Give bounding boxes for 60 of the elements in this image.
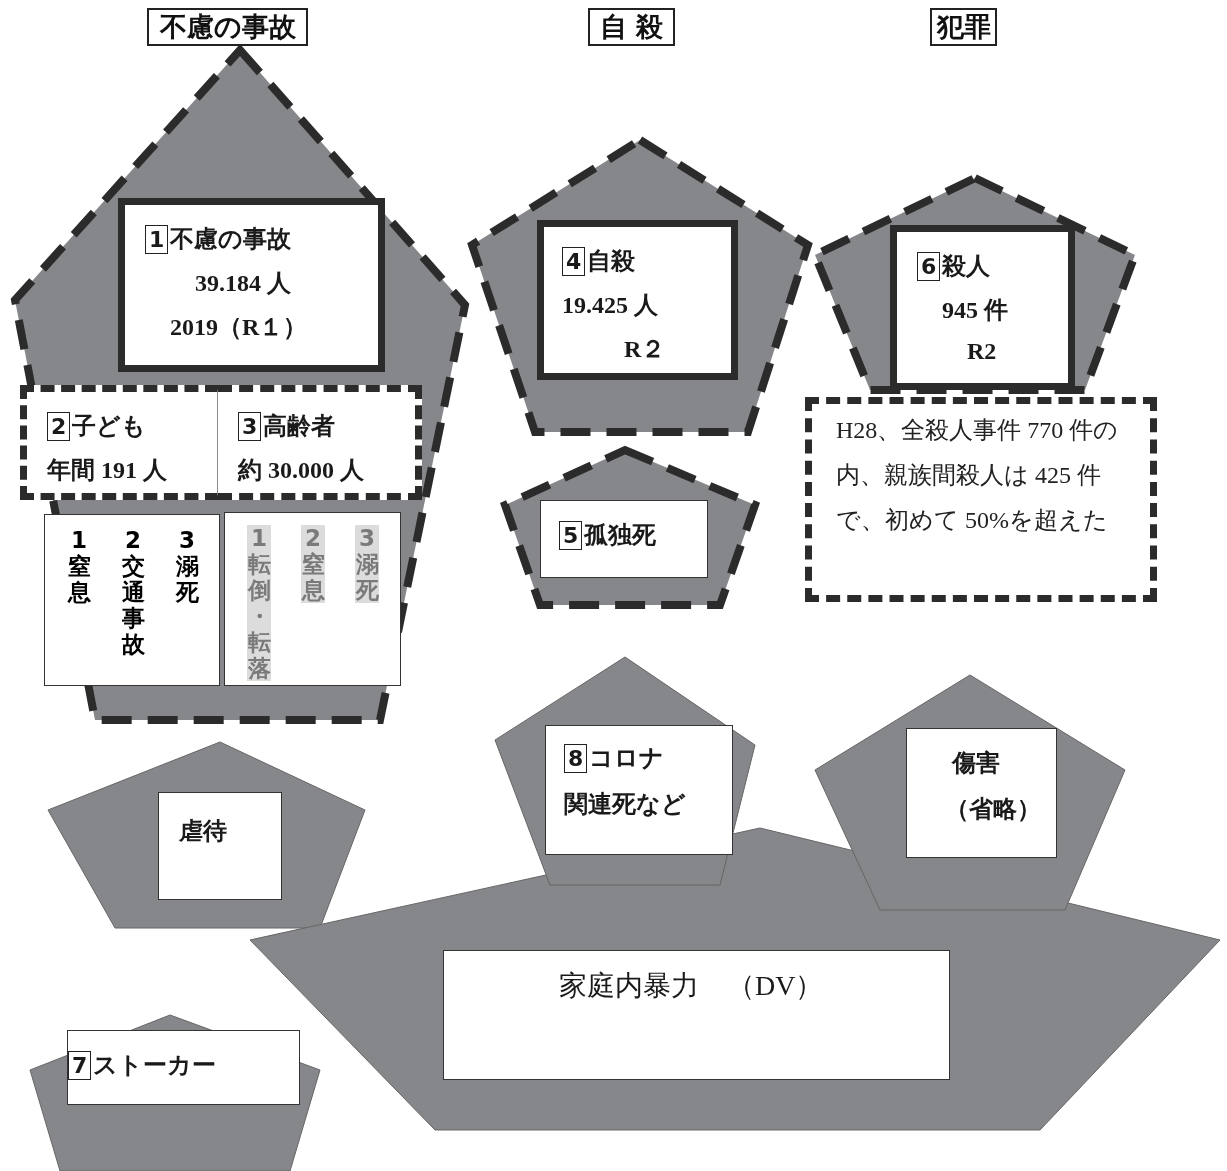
box-title: ストーカー: [93, 1050, 217, 1081]
number-badge: 8: [564, 743, 588, 773]
pentagon-shape: [503, 448, 757, 608]
number-badge: 3: [238, 411, 262, 441]
pentagon-shape: [46, 740, 367, 930]
pentagon-shape: [813, 176, 1137, 392]
number-badge: 7: [68, 1050, 92, 1080]
info-box: [906, 728, 1057, 858]
ranking-item: 2 窒息: [301, 525, 325, 603]
info-box: [158, 792, 282, 900]
value-text: 約 30.000 人: [238, 456, 365, 485]
box-title: 殺人: [942, 251, 991, 282]
note-text: H28、全殺人事件 770 件の内、親族間殺人は 425 件で、初めて 50%を超えた: [836, 416, 1120, 535]
value-text: 19.425 人: [562, 291, 659, 320]
ranking-item: 1 転倒・転落: [247, 525, 271, 681]
info-box: [218, 385, 422, 500]
note-box: [805, 397, 1157, 602]
info-box: [890, 225, 1075, 390]
pentagon-shape: [470, 138, 810, 435]
number-badge: 4: [562, 246, 586, 276]
value-text: 39.184 人: [195, 269, 292, 298]
ranking-item: 1 窒息: [67, 527, 91, 605]
box-title: 傷害: [952, 748, 1001, 779]
category-heading: 自 殺: [588, 8, 675, 46]
value-text: 年間 191 人: [47, 456, 168, 485]
number-badge: 5: [559, 520, 583, 550]
pentagon-shape: [28, 1013, 322, 1171]
ranking-box: [224, 512, 401, 686]
box-title: 不慮の事故: [170, 224, 292, 255]
pentagon-shape: [493, 655, 757, 887]
info-box: [537, 220, 738, 380]
ranking-item: 3 溺死: [355, 525, 379, 603]
box-title: 子ども: [72, 411, 147, 442]
ranking-item: 2 交通事故: [121, 527, 145, 657]
box-title: コロナ: [589, 743, 665, 774]
number-badge: 1: [145, 224, 169, 254]
value-text: （省略）: [945, 795, 1042, 824]
info-box: [20, 385, 219, 500]
value-text: 945 件: [942, 296, 1009, 325]
value-text: R２: [624, 335, 667, 364]
info-box: [443, 950, 950, 1080]
ranking-item: 3 溺死: [175, 527, 199, 605]
box-title: 自殺: [587, 246, 636, 277]
box-title: 高齢者: [263, 411, 336, 442]
number-badge: 6: [917, 251, 941, 281]
category-heading: 不慮の事故: [147, 8, 308, 46]
ranking-box: [44, 514, 220, 686]
value-text: 関連死など: [564, 790, 687, 819]
box-title: 家庭内暴力 （DV）: [559, 969, 825, 1003]
info-box: [118, 198, 385, 372]
pentagon-shape: [813, 673, 1127, 912]
value-text: 2019（R１）: [170, 313, 309, 342]
info-box: [545, 725, 733, 855]
value-text: R2: [967, 338, 998, 365]
info-box: [540, 500, 708, 578]
number-badge: 2: [47, 411, 71, 441]
box-title: 孤独死: [584, 520, 657, 551]
category-heading: 犯罪: [930, 8, 997, 46]
info-box: [67, 1030, 300, 1105]
box-title: 虐待: [179, 816, 228, 847]
